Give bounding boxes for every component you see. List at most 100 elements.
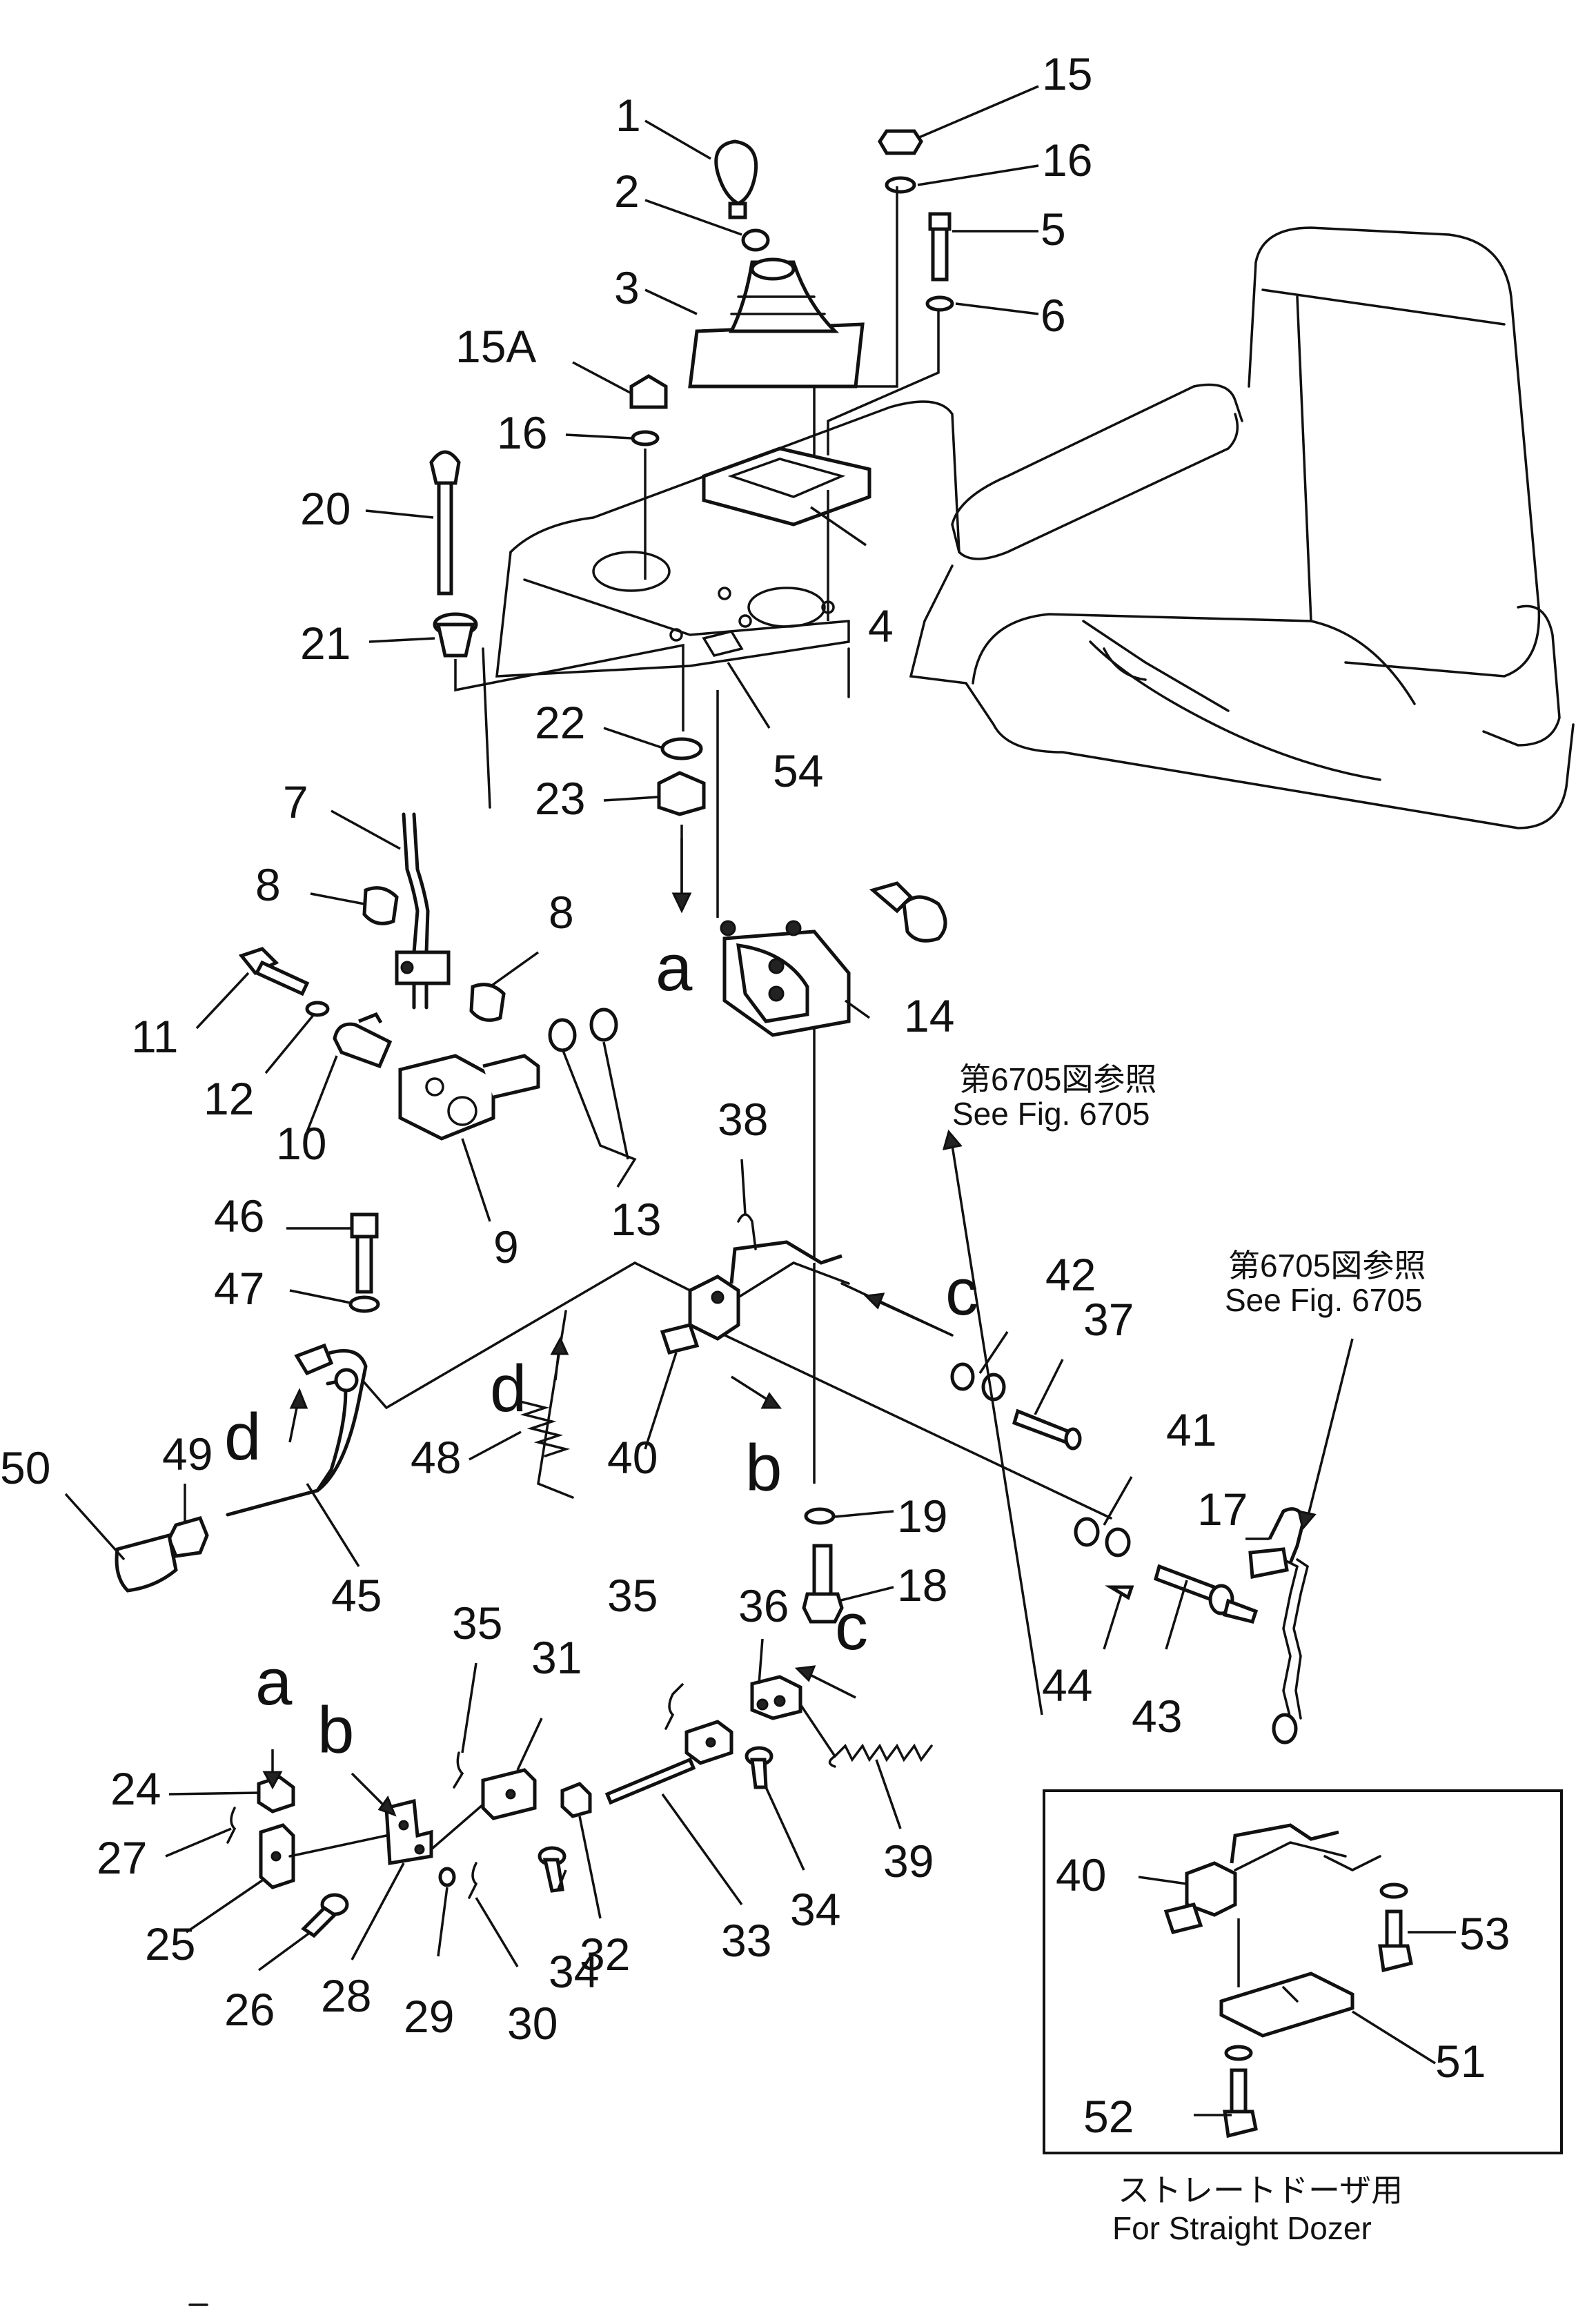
washer-12 — [305, 1001, 330, 1017]
bolt-18 — [802, 1544, 844, 1624]
letter-d-mid: d — [490, 1352, 526, 1426]
callout-43: 43 — [1132, 1691, 1182, 1742]
nut-32 — [560, 1782, 592, 1818]
key-44 — [1104, 1585, 1134, 1600]
bolt-46 — [350, 1212, 379, 1294]
leader-lines — [64, 85, 1456, 2116]
callout-27: 27 — [97, 1832, 147, 1883]
letter-c-top: c — [945, 1255, 978, 1329]
callout-39: 39 — [883, 1836, 934, 1887]
pin-34b — [745, 1746, 774, 1789]
callout-54: 54 — [773, 745, 823, 796]
spacers-41 — [1074, 1517, 1131, 1557]
console-plate — [482, 400, 960, 809]
callout-2: 2 — [614, 166, 640, 217]
note-ref1-jp: 第6705図参照 — [959, 1061, 1156, 1097]
callout-26: 26 — [224, 1984, 275, 2035]
bracket-40 — [660, 1240, 850, 1355]
cap-nut-15A — [629, 374, 668, 409]
callout-8b: 8 — [549, 887, 574, 938]
callout-16a: 16 — [1042, 135, 1092, 186]
callout-44: 44 — [1042, 1660, 1092, 1711]
pin-34a — [538, 1846, 567, 1893]
callout-25: 25 — [145, 1918, 195, 1969]
shaft-43 — [1153, 1564, 1259, 1624]
operator-seat — [909, 226, 1575, 829]
pin-10 — [333, 1012, 393, 1069]
callout-41: 41 — [1166, 1404, 1216, 1455]
callout-32: 32 — [580, 1929, 630, 1980]
nut-24 — [257, 1775, 295, 1813]
washer-22 — [660, 737, 703, 760]
letter-a-top: a — [656, 931, 693, 1005]
lever-45 — [226, 1343, 368, 1517]
block-25 — [259, 1823, 295, 1889]
callout-14: 14 — [904, 990, 954, 1041]
callout-5: 5 — [1041, 204, 1066, 255]
note-inset-en: For Straight Dozer — [1112, 2210, 1372, 2246]
pin-27 — [226, 1807, 237, 1844]
pin-35b — [664, 1693, 675, 1730]
plug-21 — [433, 612, 478, 658]
callout-30: 30 — [507, 1998, 558, 2049]
callout-49: 49 — [162, 1428, 213, 1480]
washer-29 — [438, 1867, 456, 1887]
callout-1: 1 — [615, 90, 641, 141]
arrows — [262, 838, 1354, 1817]
washer-19 — [804, 1507, 836, 1525]
yoke-9 — [398, 1054, 540, 1141]
spacers-42 — [950, 1362, 1006, 1402]
callout-28: 28 — [321, 1970, 371, 2021]
bracket-14 — [720, 920, 851, 1037]
callout-15: 15 — [1042, 48, 1092, 99]
nut-23 — [657, 771, 706, 816]
washer-16 — [885, 176, 916, 194]
callout-12: 12 — [204, 1073, 254, 1124]
bushing-8b — [469, 983, 506, 1022]
callout-36: 36 — [738, 1580, 789, 1631]
callout-35a: 35 — [452, 1598, 502, 1649]
clevis-36 — [750, 1675, 802, 1720]
callout-34b: 34 — [790, 1884, 840, 1935]
bolt-5 — [928, 212, 952, 282]
bolt-37 — [1012, 1408, 1082, 1451]
callout-13: 13 — [611, 1194, 661, 1245]
callout-18: 18 — [897, 1560, 947, 1611]
callout-6: 6 — [1041, 290, 1066, 341]
nut-2 — [741, 228, 770, 252]
callout-42: 42 — [1045, 1249, 1096, 1300]
callout-22: 22 — [535, 697, 585, 748]
callout-50: 50 — [0, 1442, 50, 1493]
spring-48 — [516, 1399, 571, 1457]
callout-3: 3 — [614, 262, 640, 313]
callout-15A: 15A — [455, 321, 536, 372]
letter-b-bottom: b — [317, 1693, 354, 1767]
bolt-11 — [238, 947, 310, 996]
callout-7: 7 — [283, 776, 308, 827]
pin-35a — [453, 1751, 464, 1789]
nut-49 — [167, 1515, 209, 1558]
callout-11: 11 — [131, 1011, 179, 1062]
spring-39 — [828, 1743, 933, 1768]
callout-20: 20 — [300, 483, 351, 534]
callout-37: 37 — [1083, 1294, 1134, 1345]
letter-c-mid: c — [835, 1590, 868, 1664]
letter-a-bottom: a — [255, 1645, 293, 1719]
washer-16b — [631, 430, 660, 446]
callout-45: 45 — [331, 1570, 382, 1621]
lever-7 — [395, 812, 451, 1010]
callout-labels: 1 2 3 4 5 6 7 8 8 9 10 11 12 13 14 15 15… — [0, 48, 1510, 2142]
callout-51: 51 — [1435, 2036, 1486, 2087]
callout-23: 23 — [535, 773, 585, 824]
callout-31: 31 — [531, 1632, 582, 1683]
callout-8a: 8 — [255, 859, 281, 910]
reference-notes: 第6705図参照 See Fig. 6705 第6705図参照 See Fig.… — [952, 1061, 1426, 2246]
callout-33: 33 — [721, 1915, 771, 1966]
callout-34a: 34 — [549, 1946, 599, 1997]
callout-17: 17 — [1197, 1484, 1248, 1535]
callout-40: 40 — [607, 1432, 658, 1483]
note-ref2-en: See Fig. 6705 — [1225, 1282, 1422, 1318]
switch-part — [869, 881, 947, 943]
pin-26 — [301, 1893, 349, 1938]
callout-4: 4 — [868, 600, 894, 651]
